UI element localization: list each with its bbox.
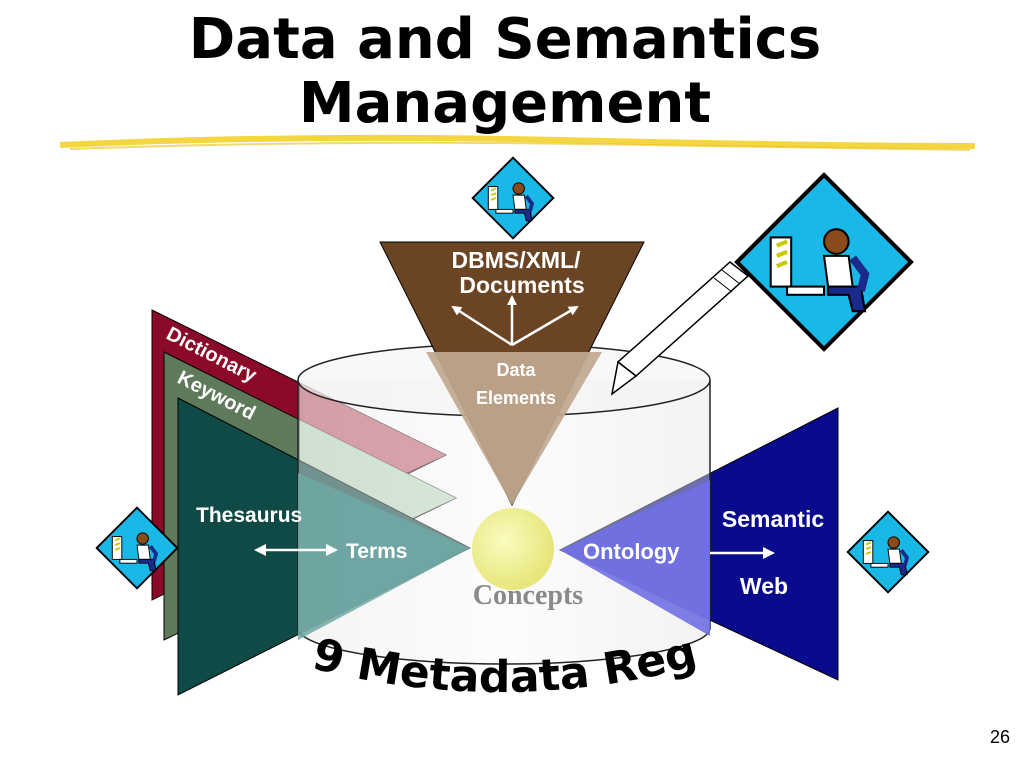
terms-label: Terms: [346, 540, 407, 563]
ontology-label: Ontology: [583, 539, 680, 564]
computer-user-icon-top: [470, 155, 556, 241]
data-elements-label-line-2: Elements: [476, 388, 556, 408]
concepts-ball: [472, 508, 554, 590]
data-elements-overlay: [426, 352, 602, 505]
title-line-2: Management: [298, 71, 712, 136]
terms-overlay: [298, 473, 470, 640]
slide-title: Data and Semantics Management: [0, 8, 1010, 136]
concepts-label: Concepts: [473, 580, 584, 611]
title-line-1: Data and Semantics: [188, 7, 822, 72]
computer-user-icon-large: [737, 175, 911, 349]
thesaurus-double-arrow: [254, 544, 338, 556]
computer-user-icon-right: [845, 509, 931, 595]
semantic-label: Semantic: [722, 506, 824, 532]
page-number: 26: [989, 727, 1010, 747]
pen-pointer-icon: [610, 261, 750, 396]
ontology-overlay: [560, 480, 710, 636]
thesaurus-label: Thesaurus: [196, 504, 302, 527]
ontology-arrow: [710, 547, 775, 559]
title-underline: [59, 134, 976, 149]
dbms-label-line-1: DBMS/XML/: [451, 247, 581, 273]
funnel-arrows: [451, 295, 579, 347]
web-label: Web: [740, 573, 788, 599]
title-underline-shadow: [69, 141, 971, 151]
dbms-label-line-2: Documents: [459, 272, 584, 298]
data-elements-label-line-1: Data: [496, 360, 536, 380]
